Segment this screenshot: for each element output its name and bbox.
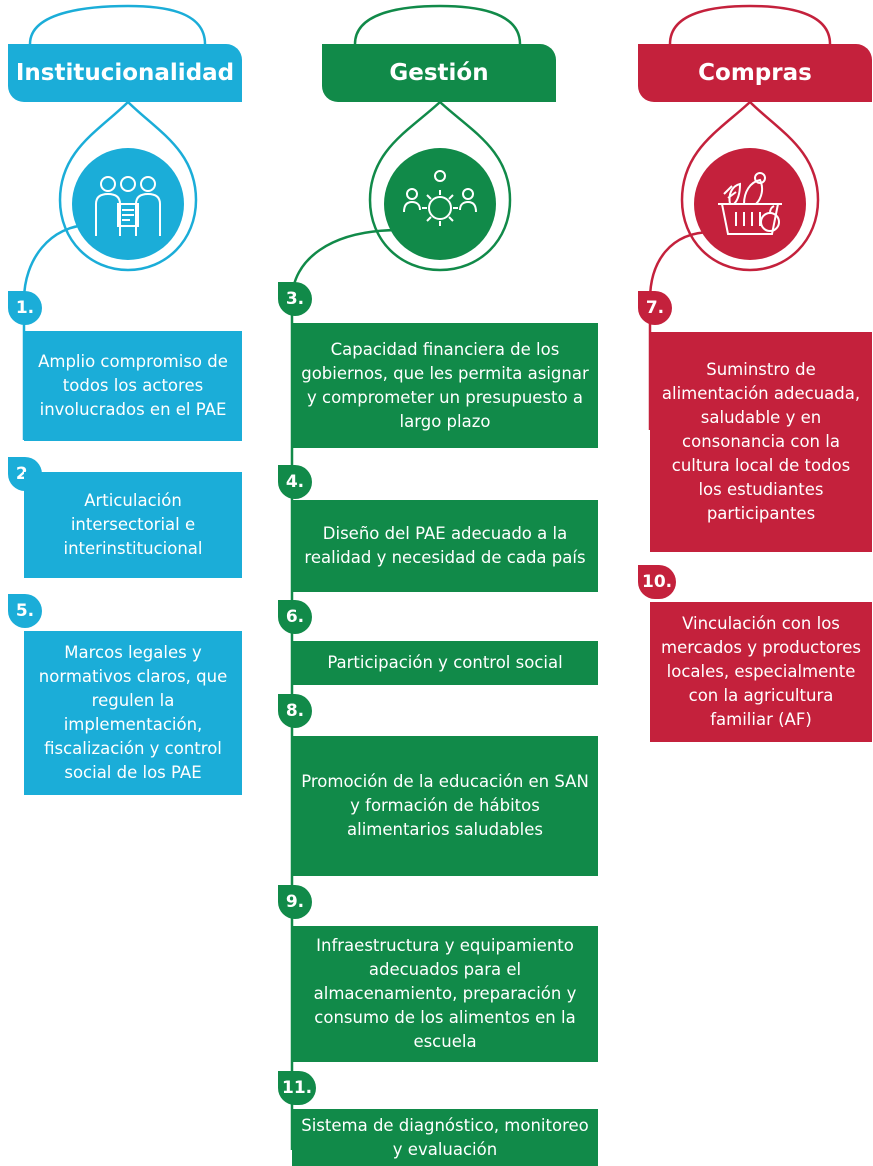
banner-institucionalidad: Institucionalidad xyxy=(8,44,242,102)
item-box: Diseño del PAE adecuado a la realidad y … xyxy=(292,500,598,592)
item-number-8: 8. xyxy=(278,694,312,728)
item-box: Promoción de la educación en SAN y forma… xyxy=(292,736,598,876)
banner-title: Compras xyxy=(698,60,812,86)
item-box: Vinculación con los mercados y productor… xyxy=(650,602,872,742)
item-number-1: 1. xyxy=(8,291,42,325)
item-number-5: 5. xyxy=(8,594,42,628)
item-box: Participación y control social xyxy=(292,641,598,685)
gestion-circle xyxy=(384,148,496,260)
item-box: Amplio compromiso de todos los actores i… xyxy=(24,331,242,441)
team-gear-icon xyxy=(403,170,477,226)
banner-compras: Compras xyxy=(638,44,872,102)
institucionalidad-circle xyxy=(72,148,184,260)
item-number-7: 7. xyxy=(638,291,672,325)
item-number-10: 10. xyxy=(638,565,677,599)
item-box: Articulación intersectorial e interinsti… xyxy=(24,472,242,578)
item-box: Sistema de diagnóstico, monitoreo y eval… xyxy=(292,1109,598,1166)
people-meeting-icon xyxy=(95,176,161,236)
banner-title: Institucionalidad xyxy=(15,60,235,86)
item-box: Suminstro de alimentación adecuada, salu… xyxy=(650,332,872,552)
item-number-4: 4. xyxy=(278,465,312,499)
compras-circle xyxy=(694,148,806,260)
item-number-9: 9. xyxy=(278,885,312,919)
item-number-11: 11. xyxy=(278,1071,317,1105)
food-basket-icon xyxy=(718,172,782,235)
item-box: Capacidad financiera de los gobiernos, q… xyxy=(292,323,598,448)
item-box: Infraestructura y equipamiento adecuados… xyxy=(292,926,598,1062)
banner-gestion: Gestión xyxy=(322,44,556,102)
banner-title: Gestión xyxy=(389,60,489,86)
item-number-3: 3. xyxy=(278,282,312,316)
item-box: Marcos legales y normativos claros, que … xyxy=(24,631,242,795)
item-number-6: 6. xyxy=(278,600,312,634)
